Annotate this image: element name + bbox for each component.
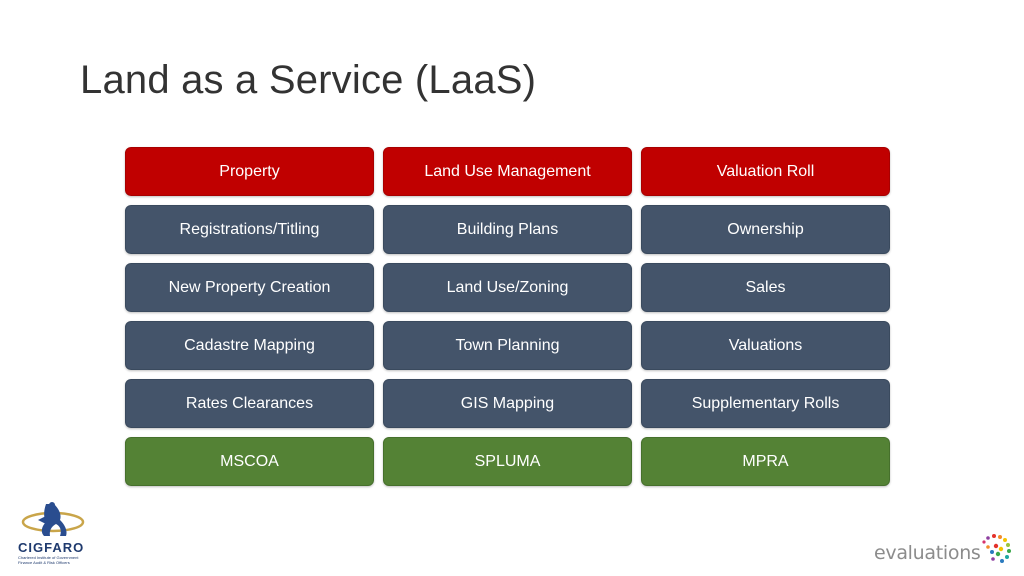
grid-cell-r0-c0: Property <box>125 147 374 196</box>
cigfaro-tagline: Chartered Institute of Government Financ… <box>18 555 79 565</box>
cigfaro-logo: CIGFARO Chartered Institute of Governmen… <box>16 500 91 566</box>
grid-cell-r4-c1: GIS Mapping <box>383 379 632 428</box>
grid-cell-r5-c0: MSCOA <box>125 437 374 486</box>
grid-cell-r0-c1: Land Use Management <box>383 147 632 196</box>
slide-title: Land as a Service (LaaS) <box>80 58 537 102</box>
grid-cell-r5-c2: MPRA <box>641 437 890 486</box>
grid-cell-r3-c2: Valuations <box>641 321 890 370</box>
grid-cell-r2-c1: Land Use/Zoning <box>383 263 632 312</box>
grid-cell-r1-c1: Building Plans <box>383 205 632 254</box>
grid-cell-r0-c2: Valuation Roll <box>641 147 890 196</box>
grid-cell-r2-c0: New Property Creation <box>125 263 374 312</box>
dotted-swirl-icon <box>982 534 1011 563</box>
grid-cell-r1-c0: Registrations/Titling <box>125 205 374 254</box>
grid-cell-r1-c2: Ownership <box>641 205 890 254</box>
cigfaro-wordmark: CIGFARO <box>18 540 85 555</box>
evaluations-logo: evaluations <box>874 532 1014 568</box>
grid-cell-r2-c2: Sales <box>641 263 890 312</box>
grid-cell-r3-c1: Town Planning <box>383 321 632 370</box>
grid-cell-r5-c1: SPLUMA <box>383 437 632 486</box>
evaluations-wordmark: evaluations <box>874 542 981 564</box>
grid-cell-r4-c2: Supplementary Rolls <box>641 379 890 428</box>
grid-cell-r4-c0: Rates Clearances <box>125 379 374 428</box>
lion-crest-icon <box>21 502 85 536</box>
grid-cell-r3-c0: Cadastre Mapping <box>125 321 374 370</box>
